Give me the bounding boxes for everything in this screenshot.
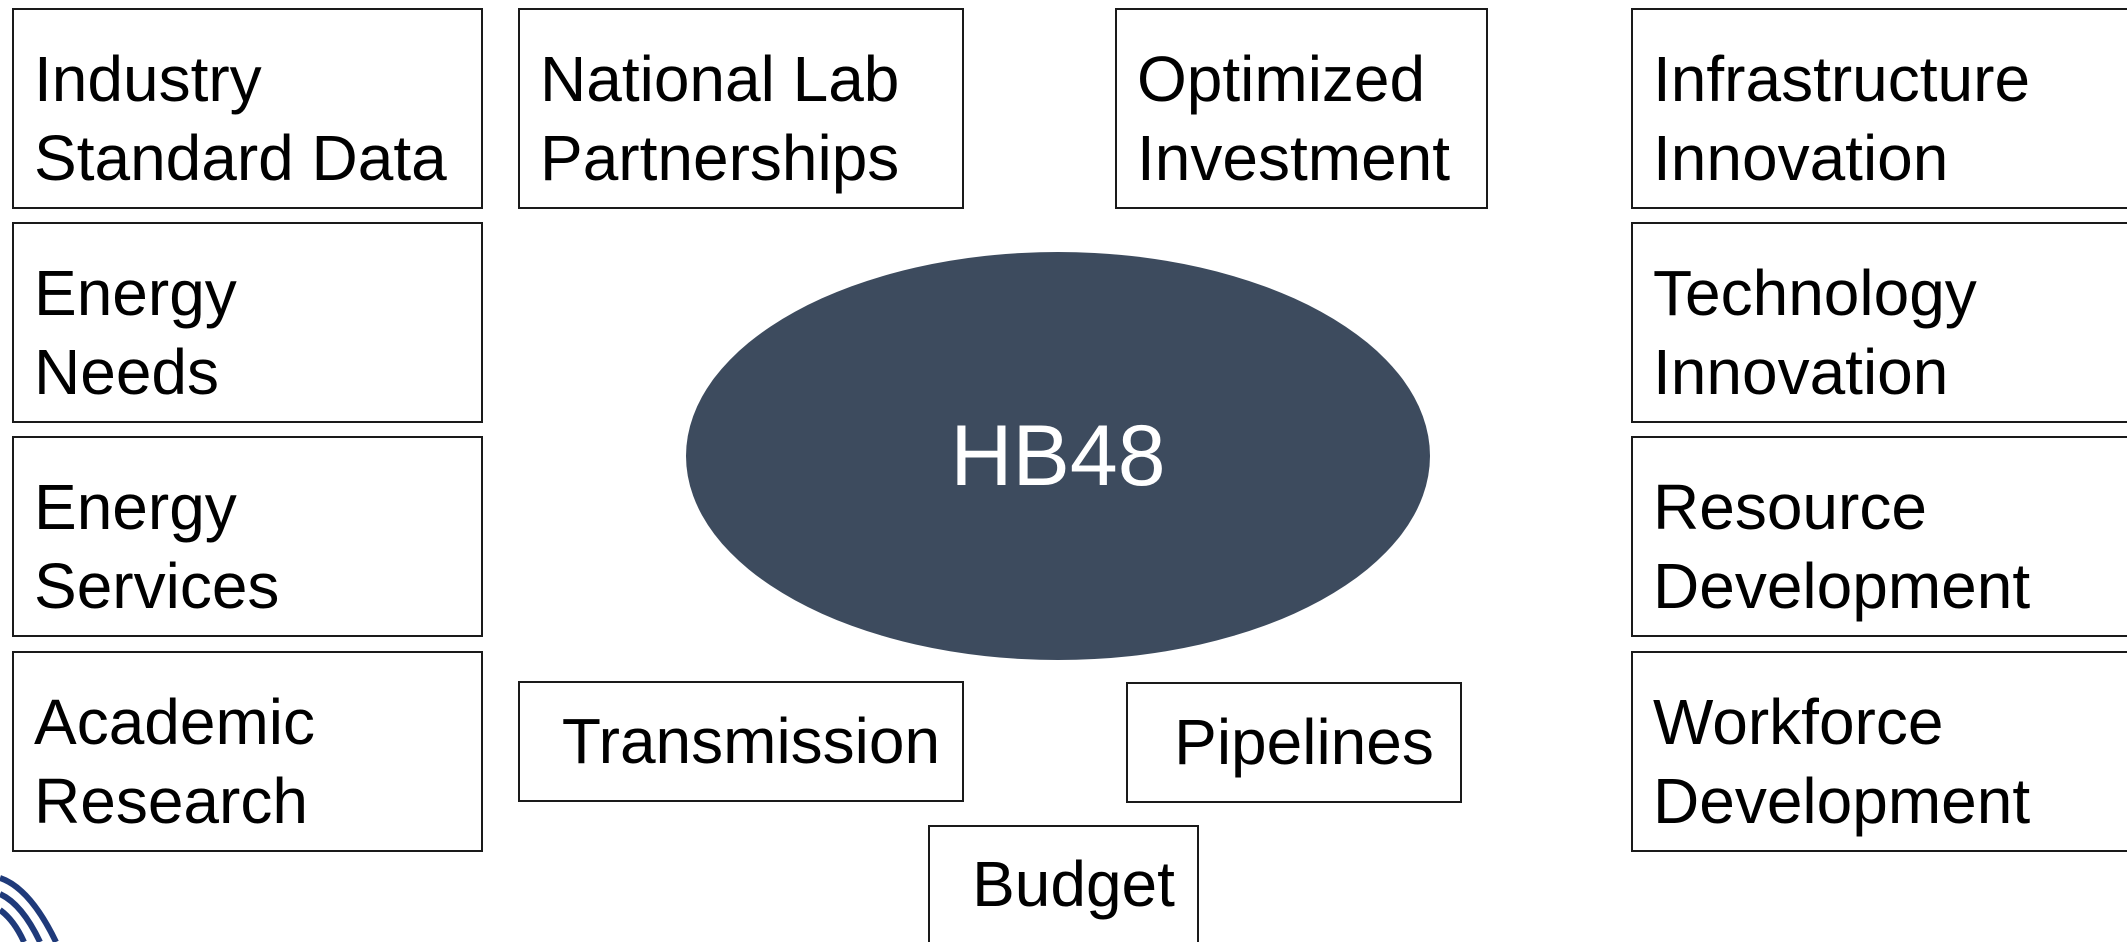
box-line: Academic	[34, 686, 315, 758]
box-academic-research: Academic Research	[12, 651, 483, 852]
box-line: Optimized	[1137, 43, 1426, 115]
box-line: Pipelines	[1174, 706, 1434, 778]
box-industry-standard-data: Industry Standard Data	[12, 8, 483, 209]
box-pipelines: Pipelines	[1126, 682, 1462, 803]
box-energy-services: Energy Services	[12, 436, 483, 637]
box-line: Resource	[1653, 471, 1927, 543]
box-line: Needs	[34, 336, 219, 408]
box-transmission: Transmission	[518, 681, 964, 802]
box-workforce-development: Workforce Development	[1631, 651, 2127, 852]
logo-icon	[0, 875, 59, 942]
box-line: Research	[34, 765, 308, 837]
box-line: Industry	[34, 43, 262, 115]
box-technology-innovation: Technology Innovation	[1631, 222, 2127, 423]
box-line: Infrastructure	[1653, 43, 2031, 115]
box-resource-development: Resource Development	[1631, 436, 2127, 637]
box-line: Budget	[972, 848, 1175, 920]
box-line: Technology	[1653, 257, 1977, 329]
box-line: Innovation	[1653, 122, 1949, 194]
box-line: Partnerships	[540, 122, 900, 194]
box-line: Transmission	[561, 705, 941, 777]
hub-label: HB48	[950, 407, 1166, 504]
box-line: Development	[1653, 765, 2031, 837]
hub-ellipse: HB48	[686, 252, 1430, 660]
box-line: Services	[34, 550, 280, 622]
box-optimized-investment: Optimized Investment	[1115, 8, 1488, 209]
box-line: Energy	[34, 471, 237, 543]
box-line: Development	[1653, 550, 2031, 622]
box-budget: Budget	[928, 825, 1199, 942]
box-line: Investment	[1137, 122, 1451, 194]
box-line: Workforce	[1653, 686, 1944, 758]
box-line: Standard Data	[34, 122, 447, 194]
box-energy-needs: Energy Needs	[12, 222, 483, 423]
box-line: National Lab	[540, 43, 900, 115]
box-line: Innovation	[1653, 336, 1949, 408]
box-infrastructure-innovation: Infrastructure Innovation	[1631, 8, 2127, 209]
box-line: Energy	[34, 257, 237, 329]
box-national-lab-partnerships: National Lab Partnerships	[518, 8, 964, 209]
